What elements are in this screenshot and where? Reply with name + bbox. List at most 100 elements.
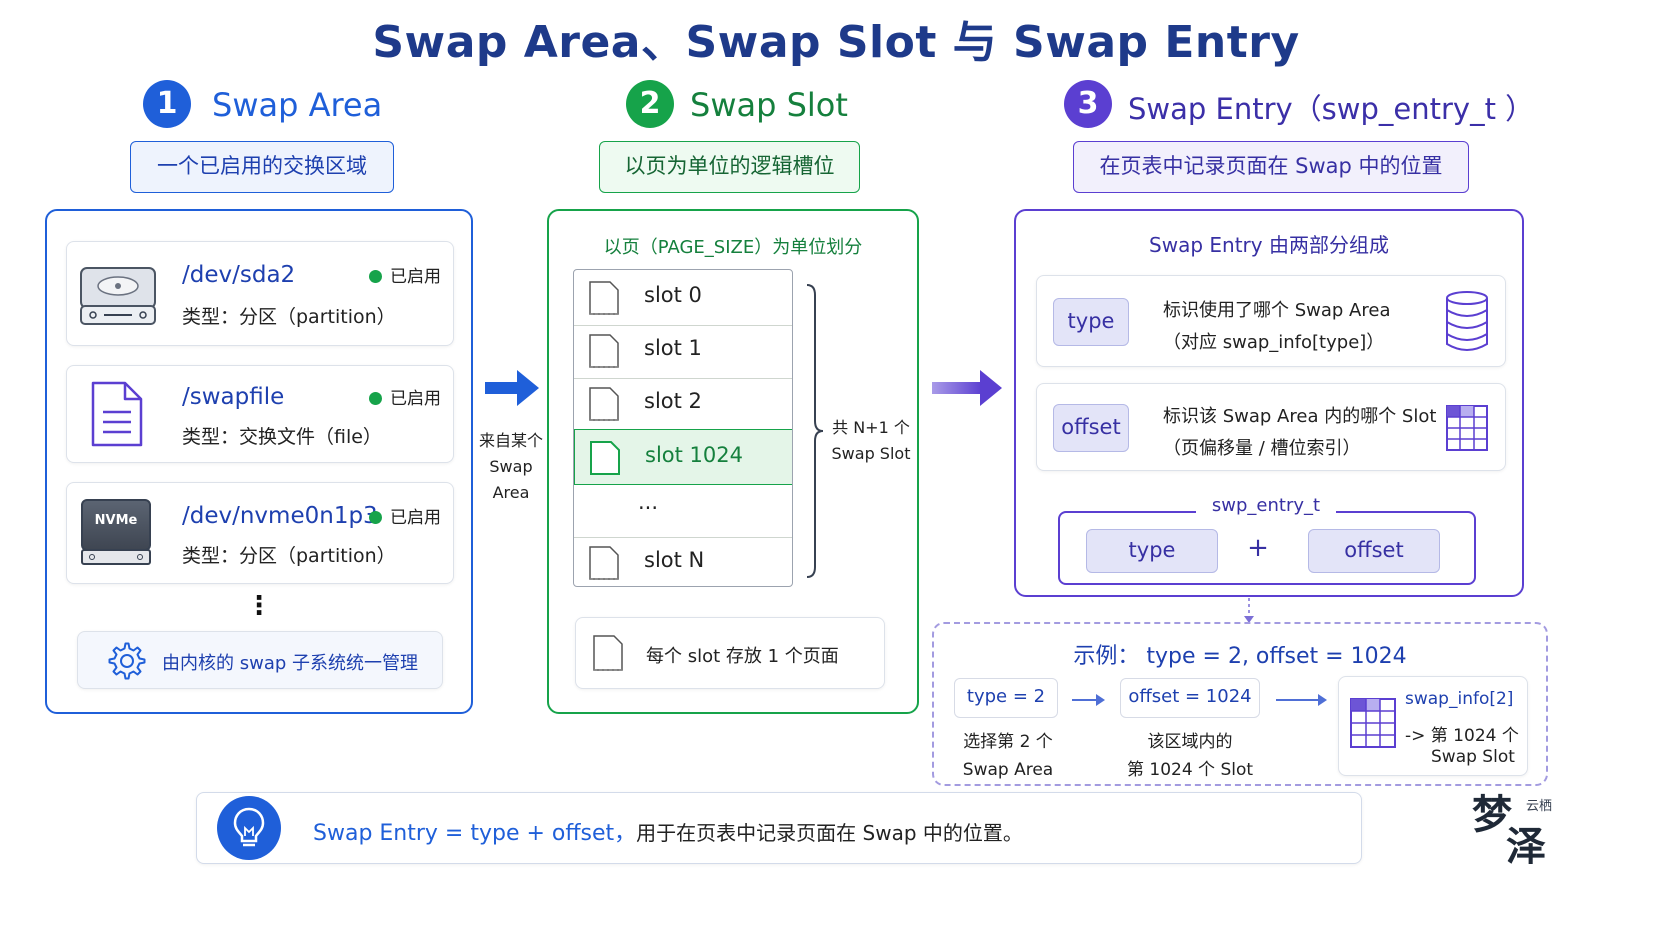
grid-icon xyxy=(1446,405,1488,451)
status-label: 已启用 xyxy=(390,267,441,287)
section-3-number: 3 xyxy=(1064,80,1112,128)
section-2-subtitle: 以页为单位的逻辑槽位 xyxy=(599,141,860,193)
section-1-subtitle: 一个已启用的交换区域 xyxy=(130,141,394,193)
example-offset-caption: 该区域内的 第 1024 个 Slot xyxy=(1110,728,1270,784)
slot-footer-text: 每个 slot 存放 1 个页面 xyxy=(646,646,839,667)
example-result-box: swap_info[2] -> 第 1024 个 Swap Slot xyxy=(1338,676,1528,776)
example-title: 示例： type = 2, offset = 1024 xyxy=(1073,644,1407,669)
lightbulb-icon xyxy=(217,796,281,860)
page-title: Swap Area、Swap Slot 与 Swap Entry xyxy=(372,17,1300,68)
swap-entry-panel: Swap Entry 由两部分组成 type 标识使用了哪个 Swap Area… xyxy=(1014,209,1524,597)
struct-field-type: type xyxy=(1086,529,1218,573)
status-dot xyxy=(369,270,382,283)
status-badge: 已启用 xyxy=(369,503,441,528)
example-panel: 示例： type = 2, offset = 1024 type = 2 选择第… xyxy=(932,622,1548,786)
page-icon xyxy=(589,387,619,421)
slot-row: slot N xyxy=(574,535,792,586)
kernel-management-note: 由内核的 swap 子系统统一管理 xyxy=(77,631,443,689)
gear-icon xyxy=(108,642,146,680)
slot-label: slot N xyxy=(644,548,705,572)
caption-line: Swap Area xyxy=(962,760,1054,780)
device-card-swapfile: /swapfile 已启用 类型：交换文件（file） xyxy=(66,365,454,463)
offset-tag: offset xyxy=(1053,404,1129,452)
slot-row: slot 0 xyxy=(574,270,792,326)
slot-label: slot 0 xyxy=(644,283,702,307)
slot-header: 以页（PAGE_SIZE）为单位划分 xyxy=(603,237,863,258)
status-label: 已启用 xyxy=(390,389,441,409)
svg-text:泽: 泽 xyxy=(1506,823,1546,864)
slot-row: slot 2 xyxy=(574,376,792,432)
hard-drive-icon xyxy=(80,267,156,325)
type-mapping: （对应 swap_info[type]） xyxy=(1163,332,1385,353)
arrow-caption-line2: Swap Area xyxy=(489,457,533,502)
caption-line: 选择第 2 个 xyxy=(963,732,1053,752)
slot-footer-note: 每个 slot 存放 1 个页面 xyxy=(575,617,885,689)
arrow-caption-source: 来自某个 Swap Area xyxy=(474,428,548,506)
arrow-right-icon xyxy=(932,370,1002,406)
more-devices-ellipsis: ⋮ xyxy=(246,591,272,621)
caption-line: 该区域内的 xyxy=(1147,732,1233,752)
status-label: 已启用 xyxy=(390,508,441,528)
device-type: 类型：分区（partition） xyxy=(182,306,396,328)
slot-count-caption: 共 N+1 个 Swap Slot xyxy=(827,415,915,467)
result-line3: Swap Slot xyxy=(1431,747,1515,767)
type-tag: type xyxy=(1053,298,1129,346)
svg-text:梦: 梦 xyxy=(1472,791,1512,838)
connector-arrow-icon xyxy=(1244,598,1254,623)
slot-list: slot 0 slot 1 slot 2 slot 1024 ... slot … xyxy=(573,269,793,587)
entry-header: Swap Entry 由两部分组成 xyxy=(1149,233,1389,257)
database-icon xyxy=(1446,291,1488,351)
example-type-box: type = 2 xyxy=(954,678,1058,718)
slot-label: slot 1 xyxy=(644,336,702,360)
slot-count-line2: Swap Slot xyxy=(831,444,911,463)
result-line1: swap_info[2] xyxy=(1405,689,1514,709)
entry-part-type: type 标识使用了哪个 Swap Area （对应 swap_info[typ… xyxy=(1036,275,1506,367)
result-line2: -> 第 1024 个 xyxy=(1405,726,1519,746)
slot-label: ... xyxy=(638,490,659,514)
svg-text:云栖: 云栖 xyxy=(1526,799,1552,814)
slot-row: slot 1 xyxy=(574,323,792,379)
entry-part-offset: offset 标识该 Swap Area 内的哪个 Slot （页偏移量 / 槽… xyxy=(1036,383,1506,471)
arrow-caption-line1: 来自某个 xyxy=(478,431,543,450)
nvme-drive-icon: NVMe xyxy=(81,499,151,567)
struct-plus: + xyxy=(1247,533,1269,563)
status-dot xyxy=(369,511,382,524)
swap-slot-panel: 以页（PAGE_SIZE）为单位划分 slot 0 slot 1 slot 2 … xyxy=(547,209,919,714)
swap-area-panel: /dev/sda2 已启用 类型：分区（partition） /swapfile… xyxy=(45,209,473,714)
section-1-number: 1 xyxy=(143,80,191,128)
summary-text: Swap Entry = type + offset，用于在页表中记录页面在 S… xyxy=(313,815,1023,847)
summary-bar: Swap Entry = type + offset，用于在页表中记录页面在 S… xyxy=(196,792,1362,864)
status-dot xyxy=(369,392,382,405)
offset-mapping: （页偏移量 / 槽位索引） xyxy=(1163,438,1361,459)
status-badge: 已启用 xyxy=(369,262,441,287)
kernel-management-text: 由内核的 swap 子系统统一管理 xyxy=(162,653,418,674)
section-3-title: Swap Entry（swp_entry_t ） xyxy=(1128,92,1535,126)
caption-line: 第 1024 个 Slot xyxy=(1126,760,1254,780)
page-icon xyxy=(589,281,619,315)
slot-label: slot 1024 xyxy=(645,443,743,467)
page-icon xyxy=(589,334,619,368)
arrow-right-icon xyxy=(1072,694,1105,706)
section-1-title: Swap Area xyxy=(212,86,383,124)
section-2-number: 2 xyxy=(626,80,674,128)
device-card-nvme: NVMe /dev/nvme0n1p3 已启用 类型：分区（partition） xyxy=(66,482,454,584)
section-2-title: Swap Slot xyxy=(690,86,848,124)
device-type: 类型：分区（partition） xyxy=(182,545,396,567)
struct-field-offset: offset xyxy=(1308,529,1440,573)
type-description: 标识使用了哪个 Swap Area xyxy=(1163,300,1391,321)
slot-label: slot 2 xyxy=(644,389,702,413)
summary-highlight: Swap Entry = type + offset， xyxy=(313,821,637,846)
example-type-caption: 选择第 2 个 Swap Area xyxy=(946,728,1070,784)
slot-row-ellipsis: ... xyxy=(574,482,792,538)
watermark-logo: 梦 泽 云栖 xyxy=(1472,791,1552,864)
page-icon xyxy=(590,441,620,475)
device-name: /dev/sda2 xyxy=(182,262,296,288)
brace-icon xyxy=(806,284,824,578)
page-icon xyxy=(589,546,619,580)
status-badge: 已启用 xyxy=(369,384,441,409)
page-icon xyxy=(593,635,623,671)
slot-count-line1: 共 N+1 个 xyxy=(832,418,910,437)
grid-icon xyxy=(1350,698,1396,748)
example-offset-box: offset = 1024 xyxy=(1120,678,1260,718)
device-name: /dev/nvme0n1p3 xyxy=(182,503,378,529)
